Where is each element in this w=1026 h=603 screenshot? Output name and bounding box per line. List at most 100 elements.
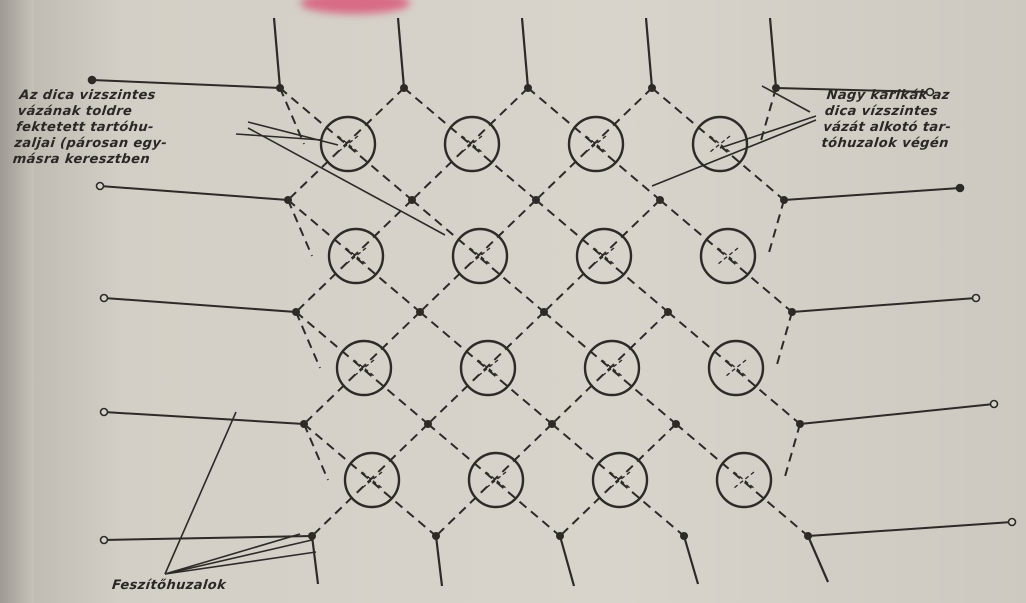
left-annotation: Az dica vizszintes vázának toldre fektet… [11, 88, 168, 167]
leader-line-right [719, 115, 817, 149]
diagonal-wire [775, 311, 793, 369]
tension-wires-label: Feszítőhuzalok [111, 578, 227, 593]
large-ring [715, 451, 773, 509]
diagonal-wire [303, 423, 329, 481]
large-ring [459, 339, 517, 397]
large-ring [451, 227, 509, 285]
ring-cross [345, 247, 367, 265]
ring-cross [337, 135, 359, 153]
large-ring [707, 339, 765, 397]
leader-line-right [761, 85, 811, 113]
tension-wire-right [775, 87, 931, 93]
diagonal-wire [651, 87, 785, 201]
tension-wire-bottom [558, 535, 576, 587]
tension-wire-top [644, 17, 654, 89]
wire-end-loop [925, 87, 935, 97]
leader-line-left [247, 127, 446, 236]
ring-cross [585, 135, 607, 153]
wire-end-loop [99, 407, 109, 417]
ring-cross [709, 135, 731, 153]
leader-line-left [247, 121, 339, 146]
tension-wire-top [520, 17, 530, 89]
ring-cross [725, 359, 747, 377]
ring-cross [717, 247, 739, 265]
wire-end-loop [99, 535, 109, 545]
wire-end-loop [955, 183, 965, 193]
junction-knot [540, 308, 548, 316]
large-ring [567, 115, 625, 173]
ring-cross [461, 135, 483, 153]
diagonal-wire [303, 311, 421, 425]
diagonal-wire [559, 423, 677, 537]
tension-wire-left [103, 297, 297, 313]
diagonal-wire [427, 311, 545, 425]
tension-wire-bottom [806, 535, 830, 583]
diagonal-wire [675, 423, 809, 537]
ring-cross [353, 359, 375, 377]
large-ring [591, 451, 649, 509]
wire-end-loop [971, 293, 981, 303]
ring-cross [593, 247, 615, 265]
leader-line-bottom [164, 539, 313, 575]
large-ring [575, 227, 633, 285]
tension-wire-right [783, 187, 961, 201]
large-ring [443, 115, 501, 173]
book-gutter-shadow [0, 0, 34, 603]
ring-cross [469, 247, 491, 265]
tension-wire-left [103, 411, 305, 425]
large-ring [343, 451, 401, 509]
diagonal-wire [287, 87, 405, 201]
tension-wire-right [807, 521, 1013, 537]
diagonal-wire [551, 311, 669, 425]
tension-wire-bottom [310, 535, 320, 585]
wire-end-loop [1007, 517, 1017, 527]
leader-line-bottom [164, 551, 317, 575]
ring-cross [353, 359, 375, 377]
wire-end-loop [99, 293, 109, 303]
tension-wire-bottom [682, 535, 700, 585]
diagonal-wire [535, 87, 653, 201]
diagonal-wire [659, 199, 793, 313]
diagonal-wire [667, 311, 801, 425]
leader-line-right [651, 119, 817, 187]
tension-wire-top [768, 17, 778, 89]
right-annotation: Nagy karikák az dica vízszintes vázát al… [820, 88, 952, 151]
ring-cross [709, 135, 731, 153]
tension-wire-top [396, 17, 406, 89]
large-ring [319, 115, 377, 173]
diagonal-wire [419, 199, 537, 313]
large-ring [699, 227, 757, 285]
ring-cross [337, 135, 359, 153]
diagonal-wire [543, 199, 661, 313]
ring-cross [733, 471, 755, 489]
large-ring [327, 227, 385, 285]
leader-line-bottom [164, 533, 301, 575]
leader-line-bottom [164, 411, 237, 575]
junction-knot [548, 420, 556, 428]
junction-knot [656, 196, 664, 204]
large-ring [467, 451, 525, 509]
large-ring [583, 339, 641, 397]
ring-cross [477, 359, 499, 377]
diagonal-wire [783, 423, 801, 481]
junction-knot [532, 196, 540, 204]
junction-knot [424, 420, 432, 428]
ring-cross [725, 359, 747, 377]
junction-knot [416, 308, 424, 316]
tension-wire-bottom [434, 535, 444, 587]
diagonal-wire [435, 423, 553, 537]
diagonal-wire [311, 423, 429, 537]
ring-cross [477, 359, 499, 377]
ring-cross [601, 359, 623, 377]
diagonal-wire [411, 87, 529, 201]
ring-cross [593, 247, 615, 265]
tension-wire-left [99, 185, 289, 201]
ring-cross [485, 471, 507, 489]
tension-wire-left [103, 535, 313, 541]
diagonal-wire [287, 199, 313, 257]
ring-cross [585, 135, 607, 153]
ring-cross [485, 471, 507, 489]
pink-smudge [300, 0, 410, 14]
ring-cross [345, 247, 367, 265]
